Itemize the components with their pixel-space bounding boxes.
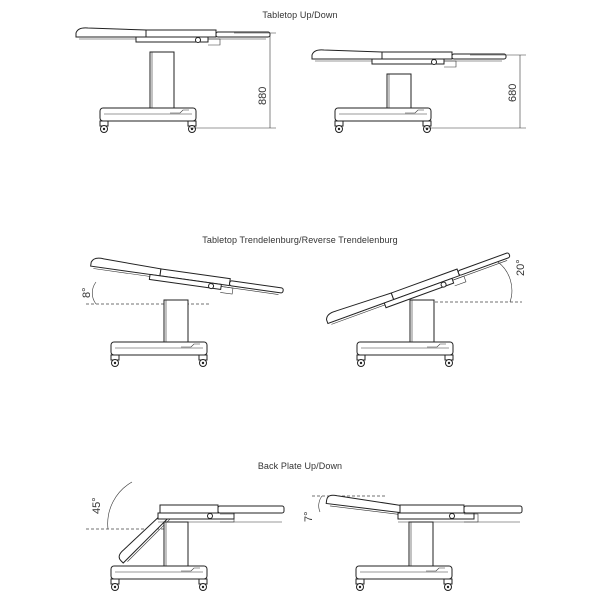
dim-height-max: 880 <box>257 87 269 105</box>
dim-trend-angle: 8° <box>81 287 93 298</box>
figure-updown-high: 880 <box>75 27 276 133</box>
dim-back-down-angle: 7° <box>303 511 315 522</box>
figure-updown-low: 680 <box>311 49 526 133</box>
figure-reverse-trendelenburg: 20° <box>324 248 527 367</box>
caption-tabletop-updown: Tabletop Up/Down <box>262 10 338 20</box>
dim-reverse-angle: 20° <box>515 259 527 276</box>
caption-tabletop-trendelenburg: Tabletop Trendelenburg/Reverse Trendelen… <box>202 235 398 245</box>
dim-height-min: 680 <box>507 84 519 102</box>
dim-back-up-angle: 45° <box>91 497 103 514</box>
figure-backplate-up: 45° <box>86 481 285 591</box>
figure-trendelenburg: 8° <box>81 256 285 367</box>
figure-backplate-down: 7° <box>303 494 523 591</box>
caption-back-plate-updown: Back Plate Up/Down <box>257 461 343 471</box>
